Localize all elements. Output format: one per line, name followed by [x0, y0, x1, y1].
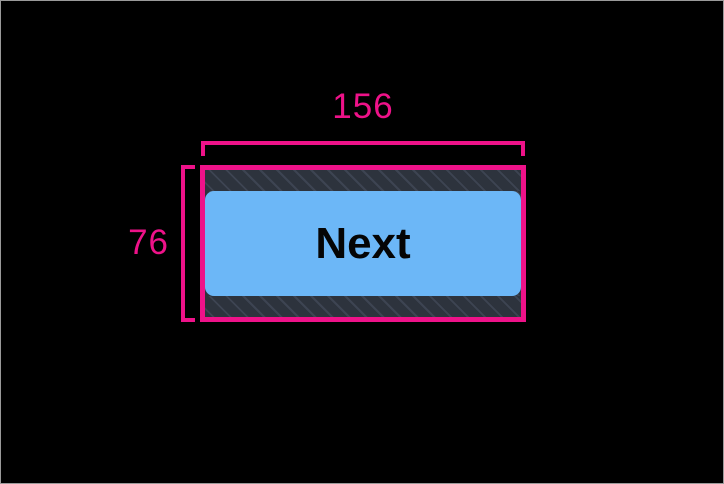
- height-dimension-label: 76: [128, 223, 169, 262]
- element-selection-outline: Next: [200, 165, 526, 322]
- top-padding-hatch: [205, 170, 521, 191]
- height-dimension-bracket: [181, 165, 195, 322]
- width-dimension-label: 156: [332, 87, 394, 126]
- next-button-label: Next: [315, 218, 411, 268]
- bottom-padding-hatch: [205, 296, 521, 317]
- button-padding-region: Next: [205, 191, 521, 296]
- width-dimension-bracket: [201, 141, 525, 156]
- next-button[interactable]: Next: [205, 191, 521, 296]
